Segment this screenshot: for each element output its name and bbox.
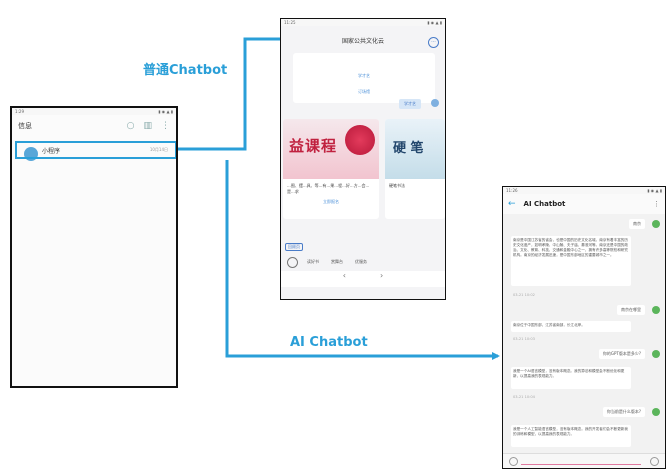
menu-item-fuwu[interactable]: 优服务 xyxy=(355,259,367,264)
course-card-2[interactable]: 硬 笔 硬笔书法 xyxy=(385,119,445,219)
voice-icon[interactable] xyxy=(509,457,518,466)
user-message: 南京在哪里 xyxy=(617,305,645,315)
search-icon[interactable]: ○ xyxy=(126,121,135,131)
user-avatar xyxy=(652,350,660,358)
user-message: 你当前是什么版本? xyxy=(602,407,645,417)
delete-icon[interactable]: ▥ xyxy=(143,121,152,131)
bot-message: 我是一个AI语言模型，没有版本概念。我的算法和模型会不断优化和更新，以提高我的表… xyxy=(511,367,631,389)
user-avatar xyxy=(652,408,660,416)
list-item-time: 10月14日 xyxy=(149,147,168,152)
user-message: 你的GPT版本是多少? xyxy=(598,349,645,359)
card-banner-text: 硬 笔 xyxy=(393,141,424,156)
more-icon[interactable]: ⋮ xyxy=(653,200,660,208)
phone-messages: 1:29▮ ◉ ▲ ▮ 信息 ○ ▥ ⋮ 小程序 ━━ 10月14日 xyxy=(10,106,178,388)
link-dingchangguan[interactable]: 订场馆 xyxy=(358,89,370,94)
heart-image xyxy=(345,125,375,155)
bot-message: 南京是中国江苏省的省会，也是中国的历史文化名城。南京有着丰富的历史文化遗产，如明… xyxy=(511,236,631,286)
bottom-menu: 读好书 赏舞台 优服务 xyxy=(281,255,445,269)
message-input[interactable] xyxy=(521,457,641,465)
arrow-to-ai-chatbot xyxy=(225,160,500,360)
bot-message: 南京位于中国东部，江苏省南部，长江北岸。 xyxy=(511,321,631,332)
chat-header: ← AI Chatbot ⋮ xyxy=(503,194,665,214)
forward-icon[interactable]: › xyxy=(380,271,384,280)
card-banner: 硬 笔 xyxy=(385,119,445,179)
timestamp: 03-21 10:03 xyxy=(513,337,535,341)
label-ai-chatbot: AI Chatbot xyxy=(290,335,368,350)
input-bar xyxy=(503,453,665,468)
user-message: 南京 xyxy=(629,219,645,229)
bot-message-card: 学才艺 订场馆 xyxy=(293,53,435,103)
back-icon[interactable]: ‹ xyxy=(342,271,346,280)
keyboard-icon[interactable] xyxy=(287,257,298,268)
chat-title: AI Chatbot xyxy=(523,200,566,208)
card-banner-text: 益课程 xyxy=(289,137,338,155)
menu-item-dushu[interactable]: 读好书 xyxy=(307,259,319,264)
bot-message: 我是一个人工智能语言模型，没有版本概念。我的开发者们会不断更新我的训练和模型，以… xyxy=(511,425,631,447)
course-card-1[interactable]: 益课程 ...图、摆...具、等...有...果...程...好...方...会… xyxy=(283,119,379,219)
user-avatar xyxy=(431,99,439,107)
enroll-link[interactable]: 立即报名 xyxy=(323,199,339,204)
tag-label[interactable]: 回顾页 xyxy=(285,243,303,251)
phone-normal-chatbot: 11:25▮ ◉ ▲ ▮ 国家公共文化云 ··· 学才艺 订场馆 学才艺 益课程… xyxy=(280,18,446,300)
more-icon[interactable]: ··· xyxy=(428,37,439,48)
add-icon[interactable] xyxy=(650,457,659,466)
nav-bar: ‹ › xyxy=(281,271,445,287)
user-avatar xyxy=(652,306,660,314)
page-title: 信息 xyxy=(18,122,32,130)
arrow-to-normal-chatbot xyxy=(169,35,309,151)
chat-title: 国家公共文化云 xyxy=(341,38,384,45)
card-caption: 硬笔书法 xyxy=(389,183,405,188)
card-caption: ...图、摆...具、等...有...果...程...好...方...会...是… xyxy=(287,183,370,194)
more-icon[interactable]: ⋮ xyxy=(161,121,170,131)
messages-header: 信息 ○ ▥ ⋮ xyxy=(12,115,176,137)
back-arrow-icon[interactable]: ← xyxy=(508,199,516,209)
card-banner: 益课程 xyxy=(283,119,379,179)
phone-ai-chatbot: 11:26▮ ◉ ▲ ▮ ← AI Chatbot ⋮ 南京 南京是中国江苏省的… xyxy=(502,186,666,469)
timestamp: 03-21 10:02 xyxy=(513,293,535,297)
user-message: 学才艺 xyxy=(399,99,421,109)
status-bar: 11:26▮ ◉ ▲ ▮ xyxy=(503,187,665,194)
menu-item-wutai[interactable]: 赏舞台 xyxy=(331,259,343,264)
highlight-box xyxy=(15,141,176,159)
label-normal-chatbot: 普通Chatbot xyxy=(143,63,228,78)
list-item-title: 小程序 xyxy=(42,148,61,155)
status-bar: 11:25▮ ◉ ▲ ▮ xyxy=(281,19,445,26)
user-avatar xyxy=(652,220,660,228)
link-xuecaiyi[interactable]: 学才艺 xyxy=(358,73,370,78)
timestamp: 03-21 10:04 xyxy=(513,395,535,399)
status-bar: 1:29▮ ◉ ▲ ▮ xyxy=(12,108,176,115)
